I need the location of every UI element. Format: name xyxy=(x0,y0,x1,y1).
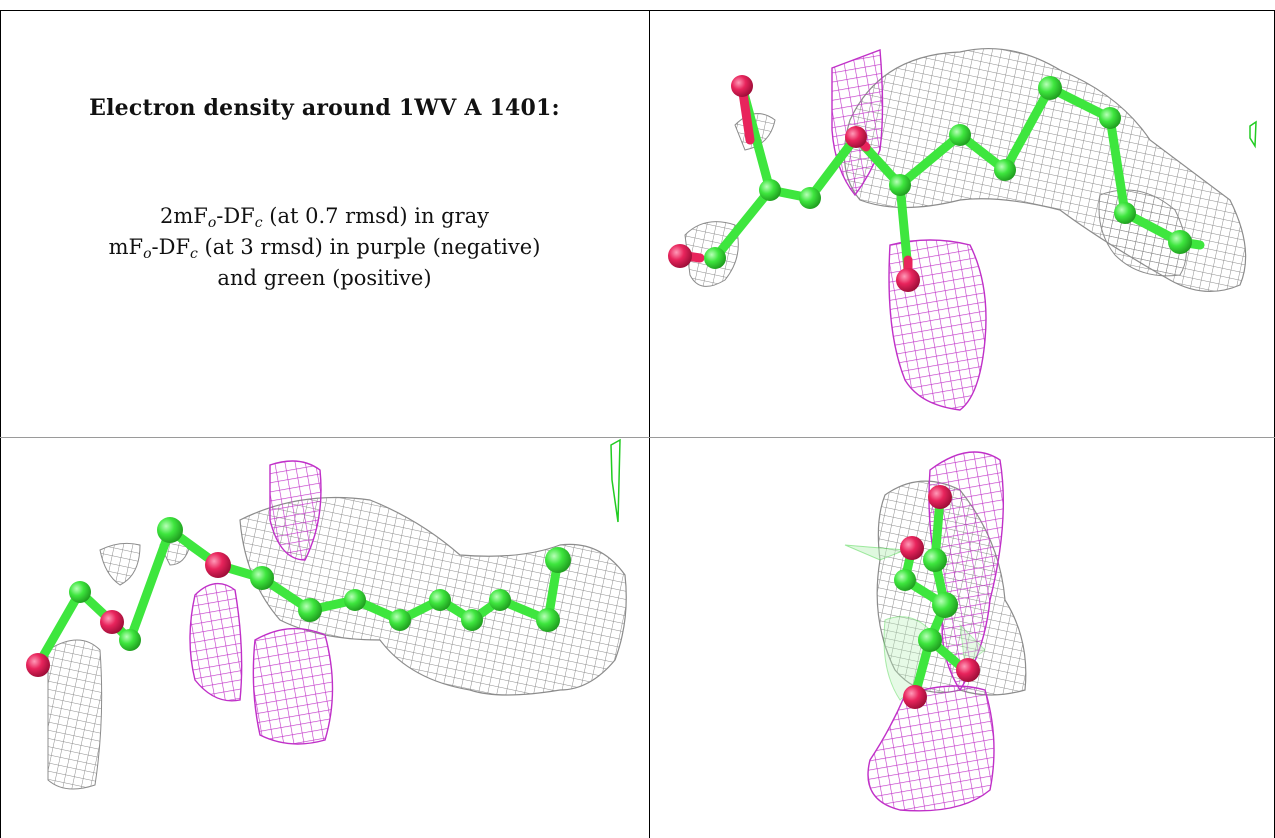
density-view-bottom-right xyxy=(844,451,1027,812)
table-border-top xyxy=(0,10,1275,11)
table-divider-horizontal xyxy=(0,437,1275,438)
ligand-model xyxy=(668,75,1205,292)
atom-spheres xyxy=(668,75,1192,292)
legend-line-fofc: mFo-DFc (at 3 rmsd) in purple (negative) xyxy=(108,235,541,262)
purple-density-mesh xyxy=(189,460,334,745)
atom-spheres xyxy=(894,485,980,709)
density-view-top-right xyxy=(668,47,1257,411)
legend-line-positive: and green (positive) xyxy=(217,266,432,290)
map-legend: 2mFo-DFc (at 0.7 rmsd) in gray mFo-DFc (… xyxy=(109,201,541,294)
ligand-model xyxy=(26,517,571,677)
figure-heading: Electron density around 1WV A 1401: xyxy=(89,95,560,121)
density-view-bottom-left xyxy=(26,438,627,790)
purple-density-mesh xyxy=(867,451,1005,812)
ligand-model xyxy=(894,485,980,709)
green-density-mesh xyxy=(1249,120,1257,149)
green-density-mesh xyxy=(610,438,621,523)
table-border-left xyxy=(0,10,1,838)
legend-line-2fofc: 2mFo-DFc (at 0.7 rmsd) in gray xyxy=(159,204,490,231)
atom-spheres xyxy=(26,517,571,677)
caption-cell: Electron density around 1WV A 1401: 2mFo… xyxy=(0,10,649,437)
table-divider-vertical xyxy=(649,10,650,838)
